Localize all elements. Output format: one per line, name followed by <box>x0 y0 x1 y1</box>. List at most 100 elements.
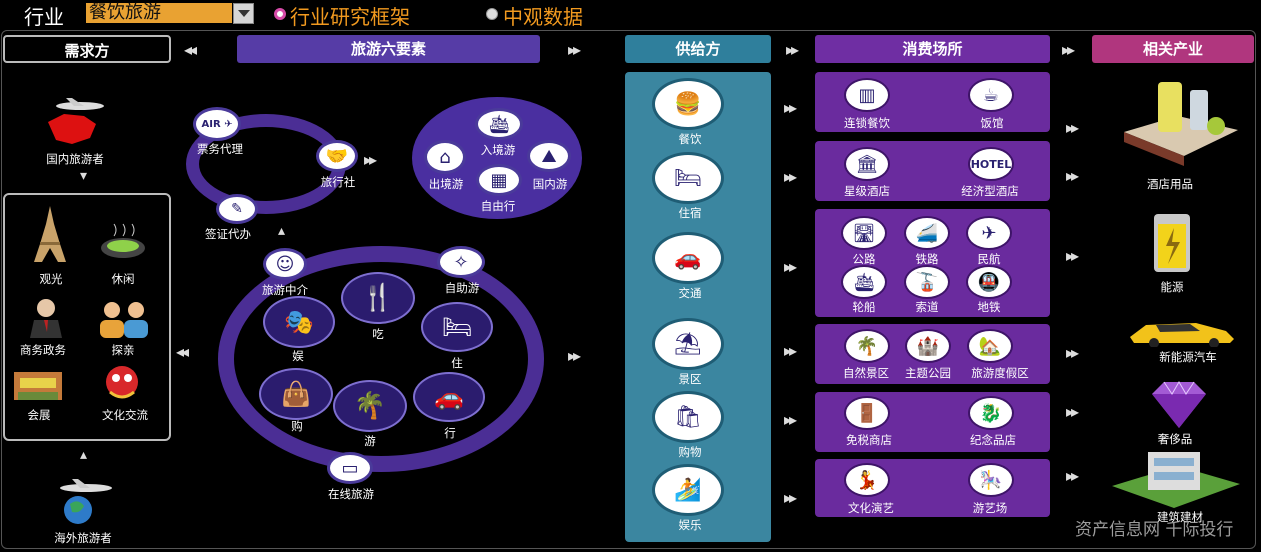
option-framework[interactable]: 行业研究框架 <box>290 5 410 29</box>
watermark: 资产信息网 千际投行 <box>1075 520 1234 540</box>
related-item: 建筑建材 <box>1157 510 1203 524</box>
arrow-right-icon: ▸▸ <box>1066 118 1079 137</box>
header-supply: 供给方 <box>625 35 771 63</box>
six-inner-item: 吃 <box>372 327 384 341</box>
demand-item: 观光 <box>39 272 63 286</box>
castle-icon: 🏰 <box>905 329 951 363</box>
arrow-right-icon: ▸▸ <box>784 341 797 360</box>
battery-icon <box>1144 208 1200 274</box>
arrow-left-icon: ◂◂ <box>176 342 189 361</box>
shopping-bag-icon: 👜 <box>259 368 333 420</box>
industry-select[interactable]: 餐饮旅游 <box>86 3 232 23</box>
travel-type: 国内游 <box>532 177 568 191</box>
option-meso-data[interactable]: 中观数据 <box>503 5 583 29</box>
chevron-down-icon[interactable] <box>233 3 254 24</box>
arrow-left-icon: ◂◂ <box>184 40 197 59</box>
sports-car-icon <box>1126 315 1238 348</box>
overseas-tourist-label: 海外旅游者 <box>54 531 112 545</box>
eiffel-tower-icon <box>30 204 70 264</box>
handshake-icon: 🤝 <box>316 140 358 172</box>
radio-meso-data[interactable] <box>486 8 498 20</box>
arrow-right-icon: ▸▸ <box>784 167 797 186</box>
car-icon: 🚗 <box>652 232 724 284</box>
venue-item: 文化演艺 <box>848 501 894 515</box>
venue-item: 主题公园 <box>905 366 951 380</box>
palm-tree-icon: 🌴 <box>844 329 890 363</box>
cruise-ship-icon: 🛳 <box>475 108 523 140</box>
agency-item: 签证代办 <box>205 227 251 241</box>
car-icon: 🚗 <box>413 372 485 422</box>
venue-item: 索道 <box>915 300 939 314</box>
venue-item: 纪念品店 <box>970 433 1016 447</box>
arrow-right-icon: ▸▸ <box>786 40 799 59</box>
subway-icon: 🚇 <box>966 265 1012 299</box>
building-materials-icon <box>1108 446 1242 510</box>
monitor-icon: ▭ <box>327 452 373 484</box>
arrow-right-icon: ▸▸ <box>1066 166 1079 185</box>
lion-dance-icon <box>100 362 150 406</box>
demand-item: 文化交流 <box>102 408 148 422</box>
domestic-tourist-label: 国内旅游者 <box>46 152 104 166</box>
cable-car-icon: 🚡 <box>904 265 950 299</box>
fast-food-icon: 🍔 <box>652 78 724 130</box>
venue-item: 旅游度假区 <box>971 366 1029 380</box>
arrow-right-icon: ▸▸ <box>1066 246 1079 265</box>
arrow-right-icon: ▸▸ <box>1062 40 1075 59</box>
surfing-icon: 🏄 <box>652 464 724 516</box>
hotel-supplies-icon <box>1118 72 1242 168</box>
arrow-right-icon: ▸▸ <box>568 346 581 365</box>
arrow-right-icon: ▸▸ <box>784 257 797 276</box>
six-inner-item: 娱 <box>292 349 304 363</box>
arrow-right-icon: ▸▸ <box>784 488 797 507</box>
arrow-down-icon: ▾ <box>80 168 87 184</box>
supply-panel <box>625 72 771 542</box>
venue-item: 轮船 <box>852 300 876 314</box>
radio-framework[interactable] <box>274 8 286 20</box>
hot-spring-icon <box>100 222 146 262</box>
self-service-icon: ✧ <box>437 246 485 278</box>
supply-item: 娱乐 <box>678 518 702 532</box>
diagram-frame <box>1 30 1256 549</box>
venue-item: 饭馆 <box>980 116 1004 130</box>
six-inner-item: 行 <box>444 426 456 440</box>
palace-icon: 🏛 <box>844 147 890 181</box>
industry-label: 行业 <box>24 5 64 29</box>
travel-type: 出境游 <box>428 177 464 191</box>
exhibition-hall-icon <box>10 364 66 404</box>
travel-type: 入境游 <box>480 143 516 157</box>
mountain-icon: ⛰ <box>527 140 571 172</box>
header-demand: 需求方 <box>3 35 171 63</box>
train-icon: 🚄 <box>904 216 950 250</box>
venue-item: 游艺场 <box>972 501 1008 515</box>
related-item: 新能源汽车 <box>1159 350 1217 364</box>
ship-icon: 🛳 <box>841 265 887 299</box>
agency-item: 旅行社 <box>320 175 356 189</box>
arrow-up-icon: ▴ <box>80 447 87 463</box>
travel-type: 自由行 <box>480 199 516 213</box>
venue-item: 连锁餐饮 <box>844 116 890 130</box>
arrow-right-icon: ▸▸ <box>1066 402 1079 421</box>
bed-icon: 🛏 <box>421 302 493 352</box>
venue-item: 公路 <box>852 252 876 266</box>
arrow-up-icon: ▴ <box>278 223 285 239</box>
demand-item: 探亲 <box>111 343 135 357</box>
utensils-icon: 🍴 <box>341 272 415 324</box>
road-icon: 🛣 <box>841 216 887 250</box>
venue-item: 民航 <box>977 252 1001 266</box>
visa-icon: ✎ <box>216 194 258 224</box>
eiffel-tower-icon: ⌂ <box>424 140 466 174</box>
supply-item: 交通 <box>678 286 702 300</box>
overseas-tourist-icon <box>50 474 116 526</box>
header-related: 相关产业 <box>1092 35 1254 63</box>
demand-item: 休闲 <box>111 272 135 286</box>
arrow-right-icon: ▸▸ <box>568 40 581 59</box>
arrow-right-icon: ▸▸ <box>1066 343 1079 362</box>
business-person-icon <box>26 296 66 338</box>
supply-item: 购物 <box>678 445 702 459</box>
agency-item: 票务代理 <box>197 142 243 156</box>
venue-item: 免税商店 <box>846 433 892 447</box>
venue-item: 经济型酒店 <box>961 184 1019 198</box>
self-guided-icon: ▦ <box>476 164 522 196</box>
venue-item: 地铁 <box>977 300 1001 314</box>
theater-icon: 🎭 <box>263 296 335 348</box>
